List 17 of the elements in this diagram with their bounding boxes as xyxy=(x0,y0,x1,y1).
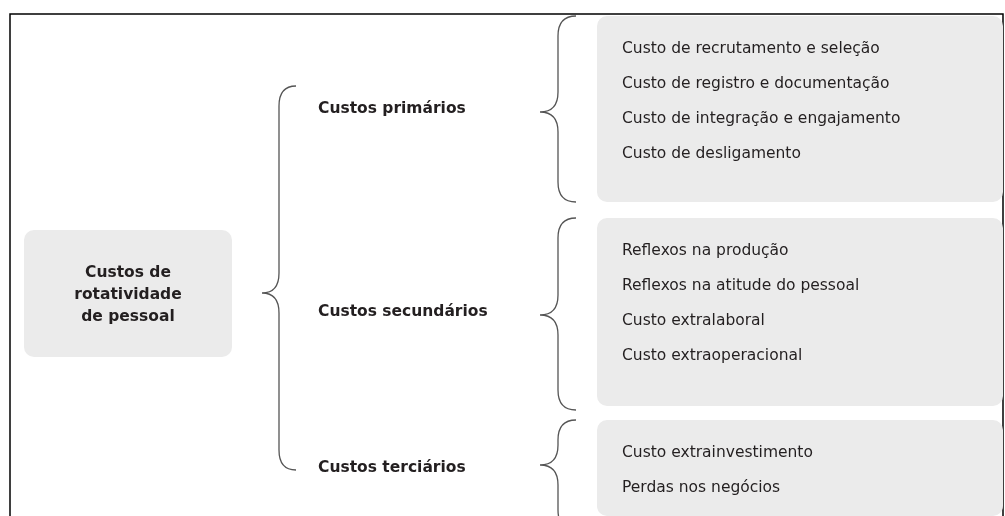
list-panel xyxy=(597,218,1003,406)
category-label: Custos primários xyxy=(318,99,466,117)
list-item: Reflexos na atitude do pessoal xyxy=(622,275,861,296)
category-label: Custos terciários xyxy=(318,458,466,476)
list-item: Custo extraoperacional xyxy=(622,345,804,366)
list-panel xyxy=(597,420,1003,516)
list-item: Custo extrainvestimento xyxy=(622,442,814,463)
list-item: Custo de integração e engajamento xyxy=(622,108,902,129)
category-label: Custos secundários xyxy=(318,302,488,320)
list-item: Perdas nos negócios xyxy=(622,477,782,498)
list-panel xyxy=(597,16,1003,202)
list-item: Reflexos na produção xyxy=(622,240,790,261)
list-item: Custo de desligamento xyxy=(622,143,802,164)
list-item: Custo extralaboral xyxy=(622,310,766,331)
list-item: Custo de recrutamento e seleção xyxy=(622,38,881,59)
box-title: Custos de rotatividade de pessoal xyxy=(73,261,183,327)
list-item: Custo de registro e documentação xyxy=(622,73,891,94)
